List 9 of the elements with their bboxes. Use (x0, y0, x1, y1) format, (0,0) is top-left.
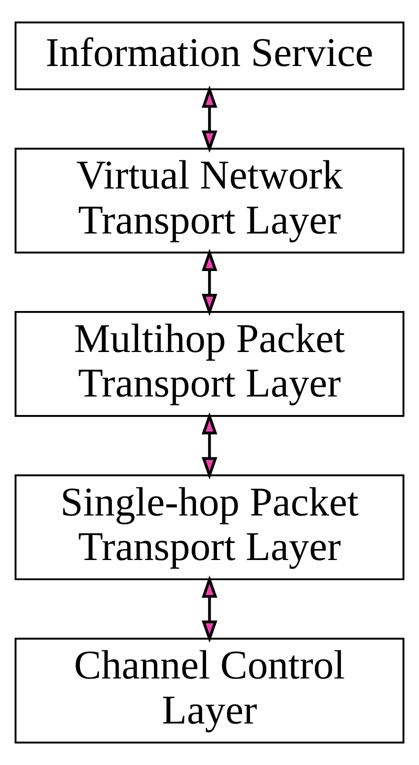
arrow (202, 575, 218, 643)
node-box: Single-hop Packet Transport Layer (14, 474, 404, 580)
arrow (202, 412, 218, 480)
arrow (202, 85, 218, 153)
node-box: Information Service (14, 22, 404, 90)
node-box: Channel Control Layer (14, 638, 404, 744)
arrow (202, 248, 218, 316)
node-box: Virtual Network Transport Layer (14, 148, 404, 254)
node-box: Multihop Packet Transport Layer (14, 311, 404, 417)
